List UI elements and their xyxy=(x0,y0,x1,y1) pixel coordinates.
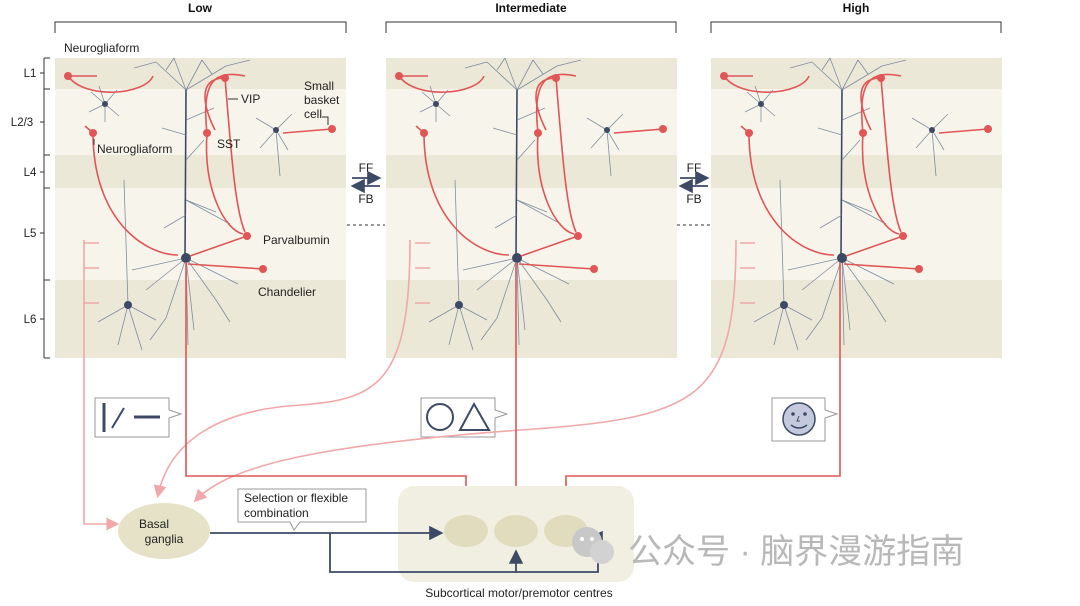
column-header-low: Low xyxy=(54,1,347,33)
selection-label-2: combination xyxy=(244,506,309,520)
ff-label-1: FF xyxy=(359,161,374,175)
chandelier-cell xyxy=(259,265,267,273)
bar-and-line-icon xyxy=(94,397,183,438)
watermark-text: 公众号 · 脑界漫游指南 xyxy=(628,533,964,571)
ff-fb-arrows-2: FF FB xyxy=(677,161,711,226)
ff-fb-arrows-1: FF FB xyxy=(347,161,385,226)
neurogliaform-l1-cell xyxy=(720,72,728,80)
layer-label-l1: L1 xyxy=(24,68,37,80)
smiley-face-icon xyxy=(771,397,839,442)
selection-box: Selection or flexible combination xyxy=(237,488,367,531)
pyramidal-soma-l5 xyxy=(181,253,191,263)
cell-labels: Neurogliaform Neurogliaform VIP SST Smal… xyxy=(64,41,340,299)
sst-cell xyxy=(203,129,211,137)
neurogliaform-l1-cell xyxy=(395,72,403,80)
subcortical-centre-2 xyxy=(494,515,538,547)
basal-ganglia: Basal ganglia xyxy=(118,503,210,559)
selection-label-1: Selection or flexible xyxy=(244,491,348,505)
neurogliaform-l23-cell xyxy=(89,129,97,137)
band-l5 xyxy=(386,188,677,280)
cortical-column-intermediate xyxy=(386,57,677,358)
fb-label-1: FB xyxy=(358,192,373,206)
pyramidal-apical-dendrite xyxy=(184,89,187,259)
basal-ganglia-label-2: ganglia xyxy=(145,532,184,546)
parvalbumin-cell xyxy=(243,232,251,240)
parvalbumin-cell xyxy=(574,232,582,240)
column-label-low: Low xyxy=(188,1,213,15)
layer-label-l4: L4 xyxy=(24,167,37,179)
subcortical-centre-1 xyxy=(444,515,488,547)
label-small-basket-3: cell xyxy=(304,107,322,121)
pyramidal-soma-l6 xyxy=(780,301,788,309)
column-label-high: High xyxy=(843,1,870,15)
pyramidal-soma-l5 xyxy=(837,253,847,263)
label-neurogliaform-bottom: Neurogliaform xyxy=(97,142,172,156)
sst-cell xyxy=(859,129,867,137)
column-label-intermediate: Intermediate xyxy=(495,1,567,15)
subcortical-centres: Subcortical motor/premotor centres xyxy=(398,486,634,600)
pyramidal-soma-l6 xyxy=(455,301,463,309)
basket-soma xyxy=(273,127,279,133)
column-header-high: High xyxy=(710,1,1002,33)
small-basket-cell xyxy=(659,125,667,133)
small-basket-cell xyxy=(328,125,336,133)
pyramidal-apical-dendrite xyxy=(515,89,518,259)
neurogliaform-l1-cell xyxy=(64,72,72,80)
subcortical-label: Subcortical motor/premotor centres xyxy=(425,586,612,600)
band-l5 xyxy=(711,188,1002,280)
label-small-basket-1: Small xyxy=(304,79,334,93)
neurogliaform-l23-cell xyxy=(745,129,753,137)
column-header-intermediate: Intermediate xyxy=(385,1,677,33)
neurogliaform-soma xyxy=(433,101,439,107)
neurogliaform-soma xyxy=(758,101,764,107)
layer-scale: L1 L2/3 L4 L5 L6 xyxy=(11,57,50,359)
pyramidal-apical-dendrite xyxy=(840,89,843,259)
label-neurogliaform-top: Neurogliaform xyxy=(64,41,139,55)
neurogliaform-l23-cell xyxy=(420,129,428,137)
layer-label-l5: L5 xyxy=(24,228,37,240)
basket-soma xyxy=(929,127,935,133)
parvalbumin-cell xyxy=(899,232,907,240)
pyramidal-soma-l5 xyxy=(512,253,522,263)
band-l6 xyxy=(711,280,1002,358)
label-chandelier: Chandelier xyxy=(258,285,316,299)
chandelier-cell xyxy=(590,265,598,273)
label-sst: SST xyxy=(217,137,241,151)
band-l4 xyxy=(55,155,346,188)
pyramidal-soma-l6 xyxy=(124,301,132,309)
neurogliaform-soma xyxy=(102,101,108,107)
label-small-basket-2: basket xyxy=(304,93,340,107)
label-parvalbumin: Parvalbumin xyxy=(263,233,330,247)
small-basket-cell xyxy=(984,125,992,133)
cortical-column-high xyxy=(711,57,1002,358)
chandelier-cell xyxy=(915,265,923,273)
sst-cell xyxy=(534,129,542,137)
band-l6 xyxy=(386,280,677,358)
ff-label-2: FF xyxy=(687,161,702,175)
fb-label-2: FB xyxy=(686,192,701,206)
band-l4 xyxy=(711,155,1002,188)
label-vip: VIP xyxy=(241,92,260,106)
circle-and-triangle-icon xyxy=(420,397,509,438)
watermark: 公众号 · 脑界漫游指南 xyxy=(572,527,964,571)
basket-soma xyxy=(604,127,610,133)
cortical-column-low xyxy=(55,57,346,358)
layer-label-l6: L6 xyxy=(24,314,37,326)
layer-label-l23: L2/3 xyxy=(11,117,33,129)
band-l4 xyxy=(386,155,677,188)
basal-ganglia-label-1: Basal xyxy=(139,517,169,531)
